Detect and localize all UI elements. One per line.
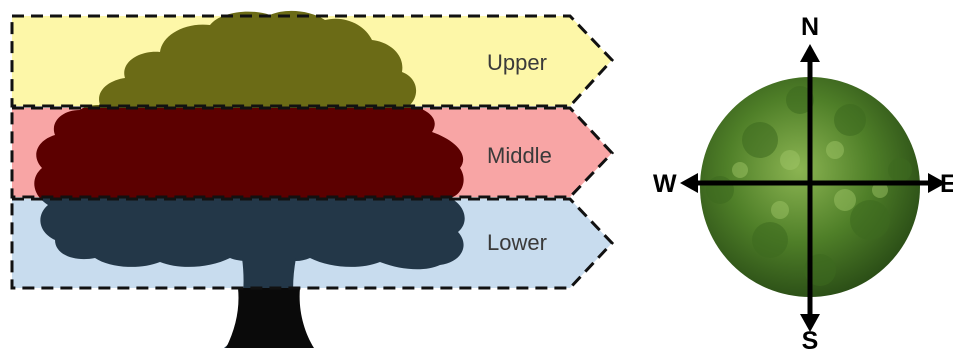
south-label: S	[802, 327, 819, 351]
middle-layer-label: Middle	[487, 143, 552, 168]
west-arrowhead	[680, 173, 698, 193]
lower-layer-label: Lower	[487, 230, 547, 255]
east-label: E	[940, 170, 953, 198]
upper-layer-label: Upper	[487, 50, 547, 75]
north-label: N	[801, 13, 819, 41]
layer-outlines	[10, 14, 615, 290]
south-arrowhead	[800, 314, 820, 332]
east-arrowhead	[928, 173, 946, 193]
compass-arrows	[690, 55, 936, 320]
north-arrowhead	[800, 44, 820, 62]
tree-silhouette-icon	[34, 10, 465, 348]
west-label: W	[653, 170, 677, 198]
